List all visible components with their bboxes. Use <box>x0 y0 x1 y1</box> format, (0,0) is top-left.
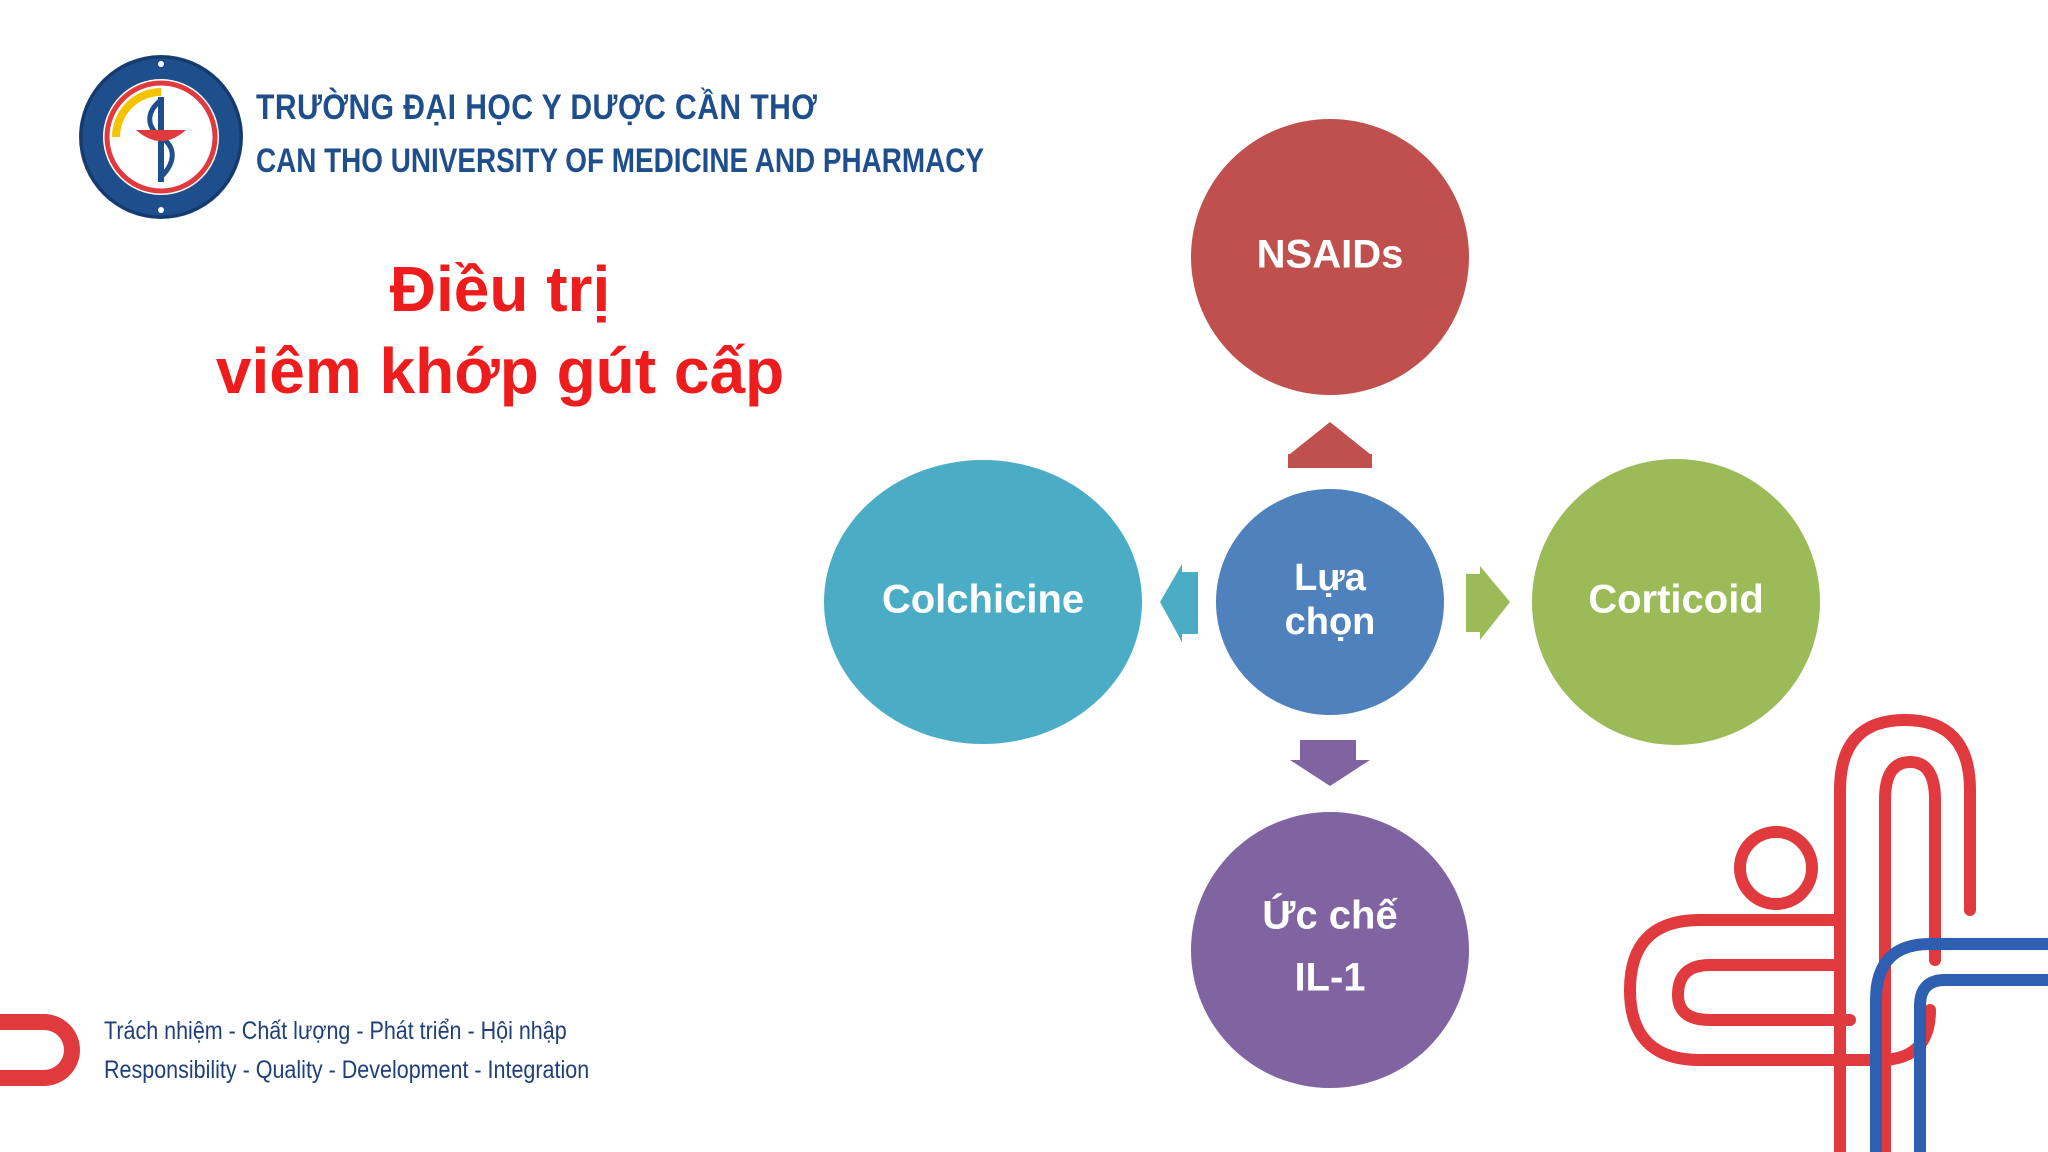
node-nsaids <box>1191 119 1469 395</box>
node-corticoid-label: Corticoid <box>1588 578 1764 622</box>
motto-english: Responsibility - Quality - Development -… <box>104 1056 590 1084</box>
ribbon-decoration-icon <box>1623 713 2048 1152</box>
left-edge-mark <box>0 1014 80 1086</box>
node-center <box>1216 489 1444 715</box>
university-name-english: CAN THO UNIVERSITY OF MEDICINE AND PHARM… <box>256 142 985 180</box>
node-center-label-line1: Lựa <box>1294 557 1367 599</box>
node-il1-label-line1: Ức chế <box>1262 892 1398 938</box>
node-colchicine <box>824 460 1142 744</box>
node-corticoid <box>1532 459 1820 745</box>
node-nsaids-label: NSAIDs <box>1257 233 1404 277</box>
slide-title-line2: viêm khớp gút cấp <box>215 335 785 407</box>
arrow-left-to-colchicine <box>1160 564 1198 642</box>
node-colchicine-label: Colchicine <box>882 578 1084 622</box>
slide-title-line1: Điều trị <box>389 253 611 325</box>
arrow-up-to-nsaids <box>1288 422 1372 468</box>
university-name-vietnamese: TRƯỜNG ĐẠI HỌC Y DƯỢC CẦN THƠ <box>256 88 818 127</box>
slide-title: Điều trị viêm khớp gút cấp <box>140 248 860 412</box>
node-il1-label-line2: IL-1 <box>1294 956 1365 1000</box>
motto-vietnamese: Trách nhiệm - Chất lượng - Phát triển - … <box>104 1017 567 1045</box>
node-center-label-line2: chọn <box>1285 601 1376 643</box>
node-il1 <box>1191 812 1469 1088</box>
university-logo <box>79 55 243 219</box>
arrow-right-to-corticoid <box>1466 566 1510 640</box>
arrow-down-to-il1 <box>1290 740 1370 786</box>
